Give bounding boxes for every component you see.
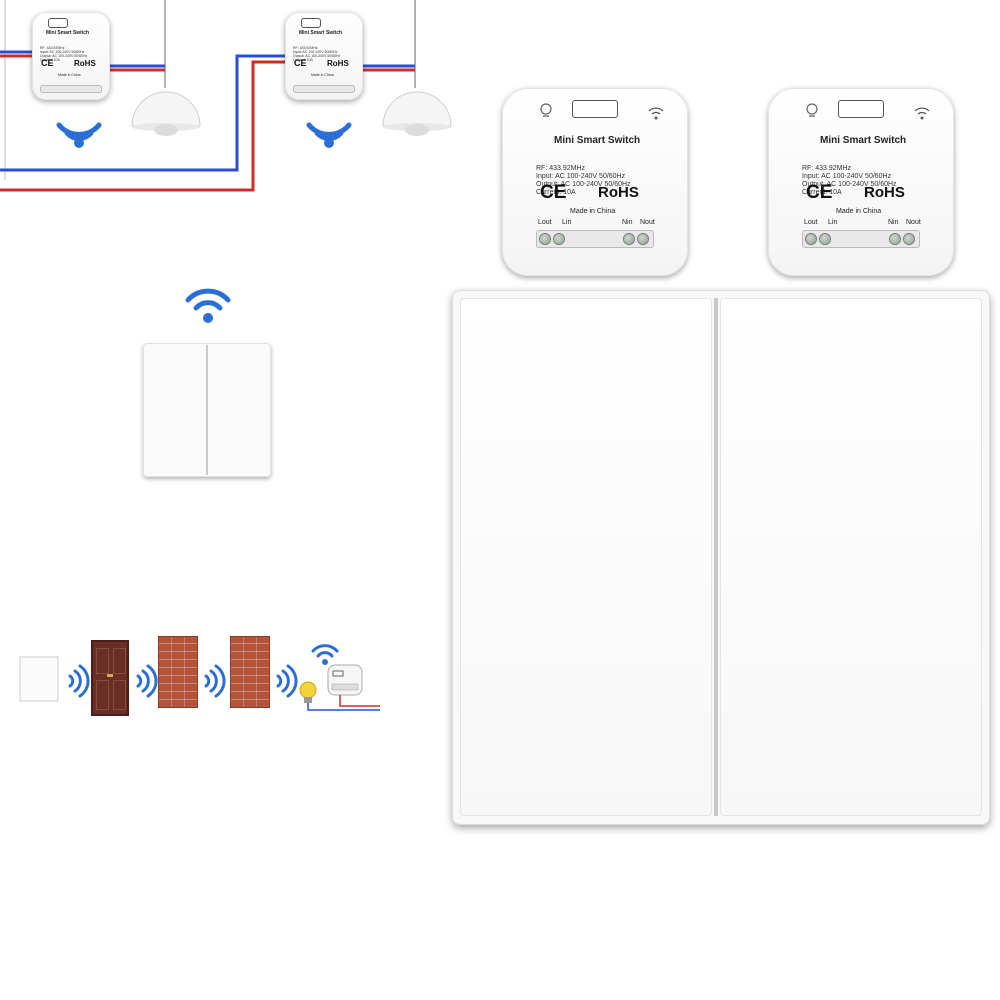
rf-wave-icon [68, 664, 90, 698]
module-title: Mini Smart Switch [46, 30, 90, 36]
terminal-label-nout: Nout [640, 219, 655, 226]
light-bulb-icon [806, 103, 818, 117]
wireless-signal-icon [185, 288, 231, 323]
terminal-label-lout: Lout [804, 219, 818, 226]
terminal-label-nin: Nin [888, 219, 899, 226]
rohs-mark: RoHS [598, 184, 639, 201]
switch-panel-right[interactable] [720, 298, 982, 816]
wireless-signal-icon [306, 122, 352, 148]
terminal-label-lin: Lin [562, 219, 572, 226]
ce-mark: CE [806, 182, 833, 203]
wireless-signal-icon [311, 644, 339, 665]
module-title: Mini Smart Switch [554, 135, 641, 146]
label-box [48, 18, 68, 28]
light-bulb-icon [299, 681, 317, 703]
switch-seam [714, 298, 718, 816]
rf-wave-icon [204, 664, 226, 698]
label-box [838, 100, 884, 118]
terminal-block [40, 85, 102, 93]
terminal-label-lout: Lout [538, 219, 552, 226]
made-in-label: Made in China [570, 208, 616, 215]
rohs-mark: RoHS [74, 59, 96, 68]
module-title: Mini Smart Switch [299, 30, 343, 36]
wireless-signal-icon [56, 122, 102, 148]
terminal-label-nout: Nout [906, 219, 921, 226]
rf-wave-icon [136, 664, 158, 698]
ce-mark: CE [41, 58, 54, 68]
rf-wave-icon [276, 664, 298, 698]
label-box [572, 100, 618, 118]
brick-wall-illustration-1 [158, 636, 198, 708]
terminal-block [293, 85, 355, 93]
wireless-signal-icon [914, 107, 930, 120]
switch-panel-left[interactable] [460, 298, 712, 816]
ce-mark: CE [540, 182, 567, 203]
rohs-mark: RoHS [864, 184, 905, 201]
wireless-signal-icon [648, 107, 664, 120]
ce-mark: CE [294, 58, 307, 68]
label-box [301, 18, 321, 28]
terminal-label-nin: Nin [622, 219, 633, 226]
terminal-block [536, 230, 654, 248]
light-bulb-icon [540, 103, 552, 117]
terminal-block [802, 230, 920, 248]
made-in-label: Made in China [58, 73, 81, 77]
rohs-mark: RoHS [327, 59, 349, 68]
pendant-lamp-1 [131, 91, 201, 136]
terminal-label-lin: Lin [828, 219, 838, 226]
pendant-lamp-2 [382, 91, 452, 136]
made-in-label: Made in China [836, 208, 882, 215]
wall-switch-large [452, 290, 990, 825]
switch-seam [206, 345, 208, 475]
door-illustration [91, 640, 129, 716]
made-in-label: Made in China [311, 73, 334, 77]
wall-switch-small [143, 343, 271, 477]
module-title: Mini Smart Switch [820, 135, 907, 146]
brick-wall-illustration-2 [230, 636, 270, 708]
